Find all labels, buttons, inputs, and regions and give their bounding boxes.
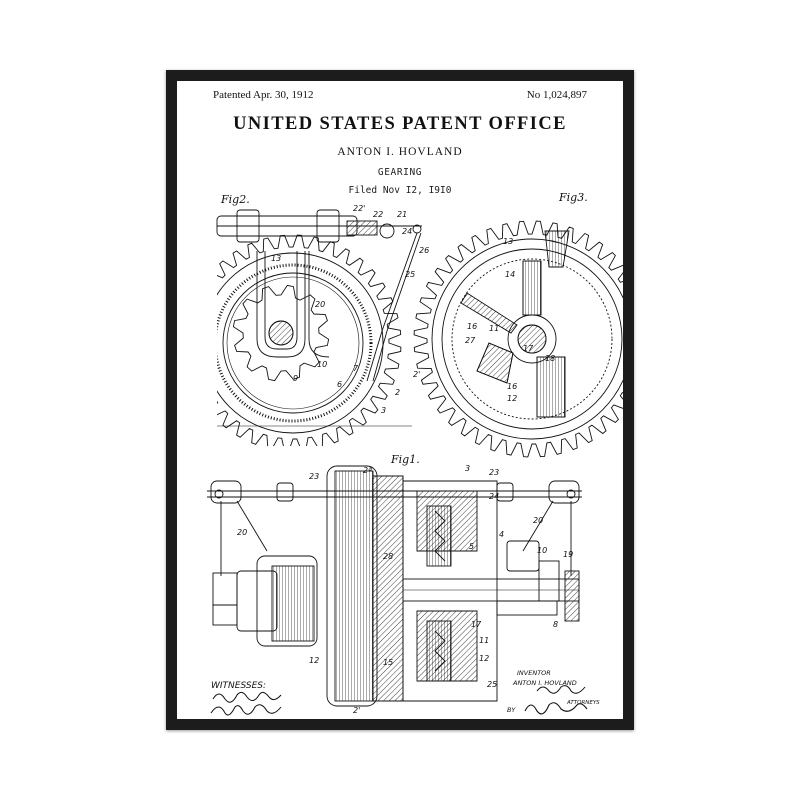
part-label: 13 [271, 254, 281, 263]
part-label: 8 [553, 620, 558, 629]
part-label: 19 [563, 550, 573, 559]
by-label: BY [507, 706, 516, 714]
part-label: 11 [489, 324, 499, 333]
part-label: 24 [489, 492, 499, 501]
part-label: 3 [381, 406, 386, 415]
part-label: 18 [545, 354, 555, 363]
part-label: 5 [469, 542, 474, 551]
large-gear-fig3 [413, 220, 623, 458]
part-label: 23 [489, 468, 499, 477]
part-label: 20 [237, 528, 247, 537]
part-label: 28 [383, 552, 393, 561]
part-label: 16 [507, 382, 517, 391]
inventor-caption: INVENTOR [517, 669, 551, 677]
part-label: 17 [523, 344, 534, 353]
part-label: 15 [383, 658, 393, 667]
figure-2-label: Fig2. [220, 193, 250, 206]
part-label: 14 [505, 270, 515, 279]
part-label: 17 [471, 620, 482, 629]
part-label: 2 [395, 388, 400, 397]
part-label: 26 [419, 246, 429, 255]
part-label: 12 [507, 394, 517, 403]
part-label: 6 [337, 380, 342, 389]
figure-2-drawing: Fig2. [216, 193, 422, 446]
patent-office-title: UNITED STATES PATENT OFFICE [233, 114, 567, 134]
inventor-signature-name: ANTON I. HOVLAND [513, 679, 577, 687]
part-label: 20 [533, 516, 543, 525]
patent-subject: GEARING [377, 167, 423, 178]
part-label: 12 [309, 656, 319, 665]
part-label: 16 [467, 322, 477, 331]
figure-1-label: Fig1. [390, 453, 420, 466]
part-label: 2' [413, 370, 420, 379]
part-label: 13 [503, 237, 513, 246]
part-label: 23 [309, 472, 319, 481]
part-label: 21 [397, 210, 407, 219]
part-label: 24 [402, 227, 412, 236]
part-label: 25 [405, 270, 415, 279]
patent-drawing: Fig2. Fig3. [207, 191, 623, 716]
patent-number: No 1,024,897 [526, 89, 587, 101]
attorney-signature-1 [536, 685, 586, 694]
part-label: 9 [293, 374, 298, 383]
inventor-name: ANTON I. HOVLAND [337, 146, 463, 158]
attorney-signature-2 [524, 702, 588, 715]
witnesses-title: WITNESSES: [211, 681, 267, 691]
witness-signature-2 [210, 704, 282, 716]
large-gear-fig2 [217, 234, 402, 446]
patent-date: Patented Apr. 30, 1912 [213, 89, 314, 101]
part-label: 27 [465, 336, 476, 345]
part-label: 25 [487, 680, 497, 689]
part-label: 4 [499, 530, 504, 539]
part-labels: 22' 22 21 24 26 25 13 20 9 10 6 7 2 3 2'… [237, 204, 573, 715]
part-label: 10 [317, 360, 327, 369]
figure-3-drawing: Fig3. [413, 191, 623, 458]
part-label: 2ª [363, 466, 372, 475]
pinion-gear-fig2 [232, 284, 330, 382]
patent-sheet: Patented Apr. 30, 1912 No 1,024,897 UNIT… [177, 81, 623, 719]
filed-date: Filed Nov I2, I9I0 [348, 185, 452, 196]
figure-1-drawing: Fig1. [207, 453, 582, 707]
witness-signature-1 [212, 691, 282, 703]
part-label: 22 [373, 210, 383, 219]
part-label: 22' [353, 204, 365, 213]
part-label: 2' [353, 706, 360, 715]
part-label: 3 [465, 464, 470, 473]
part-label: 11 [479, 636, 489, 645]
part-label: 12 [479, 654, 489, 663]
part-label: 7 [353, 364, 359, 373]
part-label: 20 [315, 300, 325, 309]
attorneys-caption: ATTORNEYS [567, 700, 600, 706]
figure-3-label: Fig3. [558, 191, 588, 204]
part-label: 10 [537, 546, 547, 555]
